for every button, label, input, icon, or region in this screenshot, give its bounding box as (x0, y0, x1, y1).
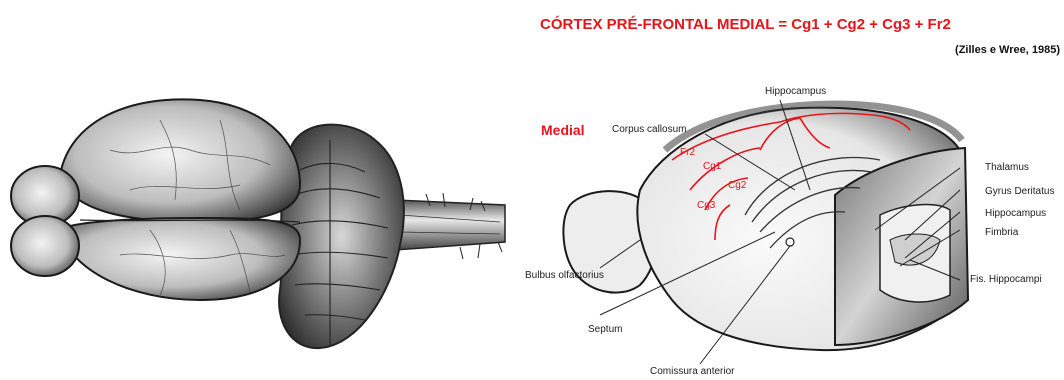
label-hippocampus-right: Hippocampus (985, 208, 1046, 219)
label-septum: Septum (588, 324, 622, 335)
page-title: CÓRTEX PRÉ-FRONTAL MEDIAL = Cg1 + Cg2 + … (540, 16, 1060, 33)
label-comissura-anterior: Comissura anterior (650, 366, 734, 377)
label-hippocampus-top: Hippocampus (765, 86, 826, 97)
label-thalamus: Thalamus (985, 162, 1029, 173)
region-label-cg3: Cg3 (697, 200, 715, 211)
citation: (Zilles e Wree, 1985) (900, 44, 1060, 56)
label-fis-hippocampi: Fis. Hippocampi (970, 274, 1042, 285)
left-hemisphere-upper (60, 99, 300, 222)
label-corpus-callosum: Corpus callosum (612, 124, 686, 135)
label-fimbria: Fimbria (985, 227, 1018, 238)
left-hemisphere-lower (60, 218, 300, 300)
region-label-cg1: Cg1 (703, 161, 721, 172)
sagittal-brain-drawing (563, 104, 968, 350)
label-gyrus-dentatus: Gyrus Deritatus (985, 186, 1054, 197)
region-label-cg2: Cg2 (728, 180, 746, 191)
olfactory-bulb-lower (11, 216, 79, 276)
region-label-fr2: Fr2 (680, 147, 695, 158)
label-bulbus-olfactorius: Bulbus olfactorius (525, 270, 604, 281)
dorsal-brain-drawing (11, 99, 505, 348)
spinal-cord (395, 200, 505, 250)
view-label: Medial (541, 122, 585, 138)
